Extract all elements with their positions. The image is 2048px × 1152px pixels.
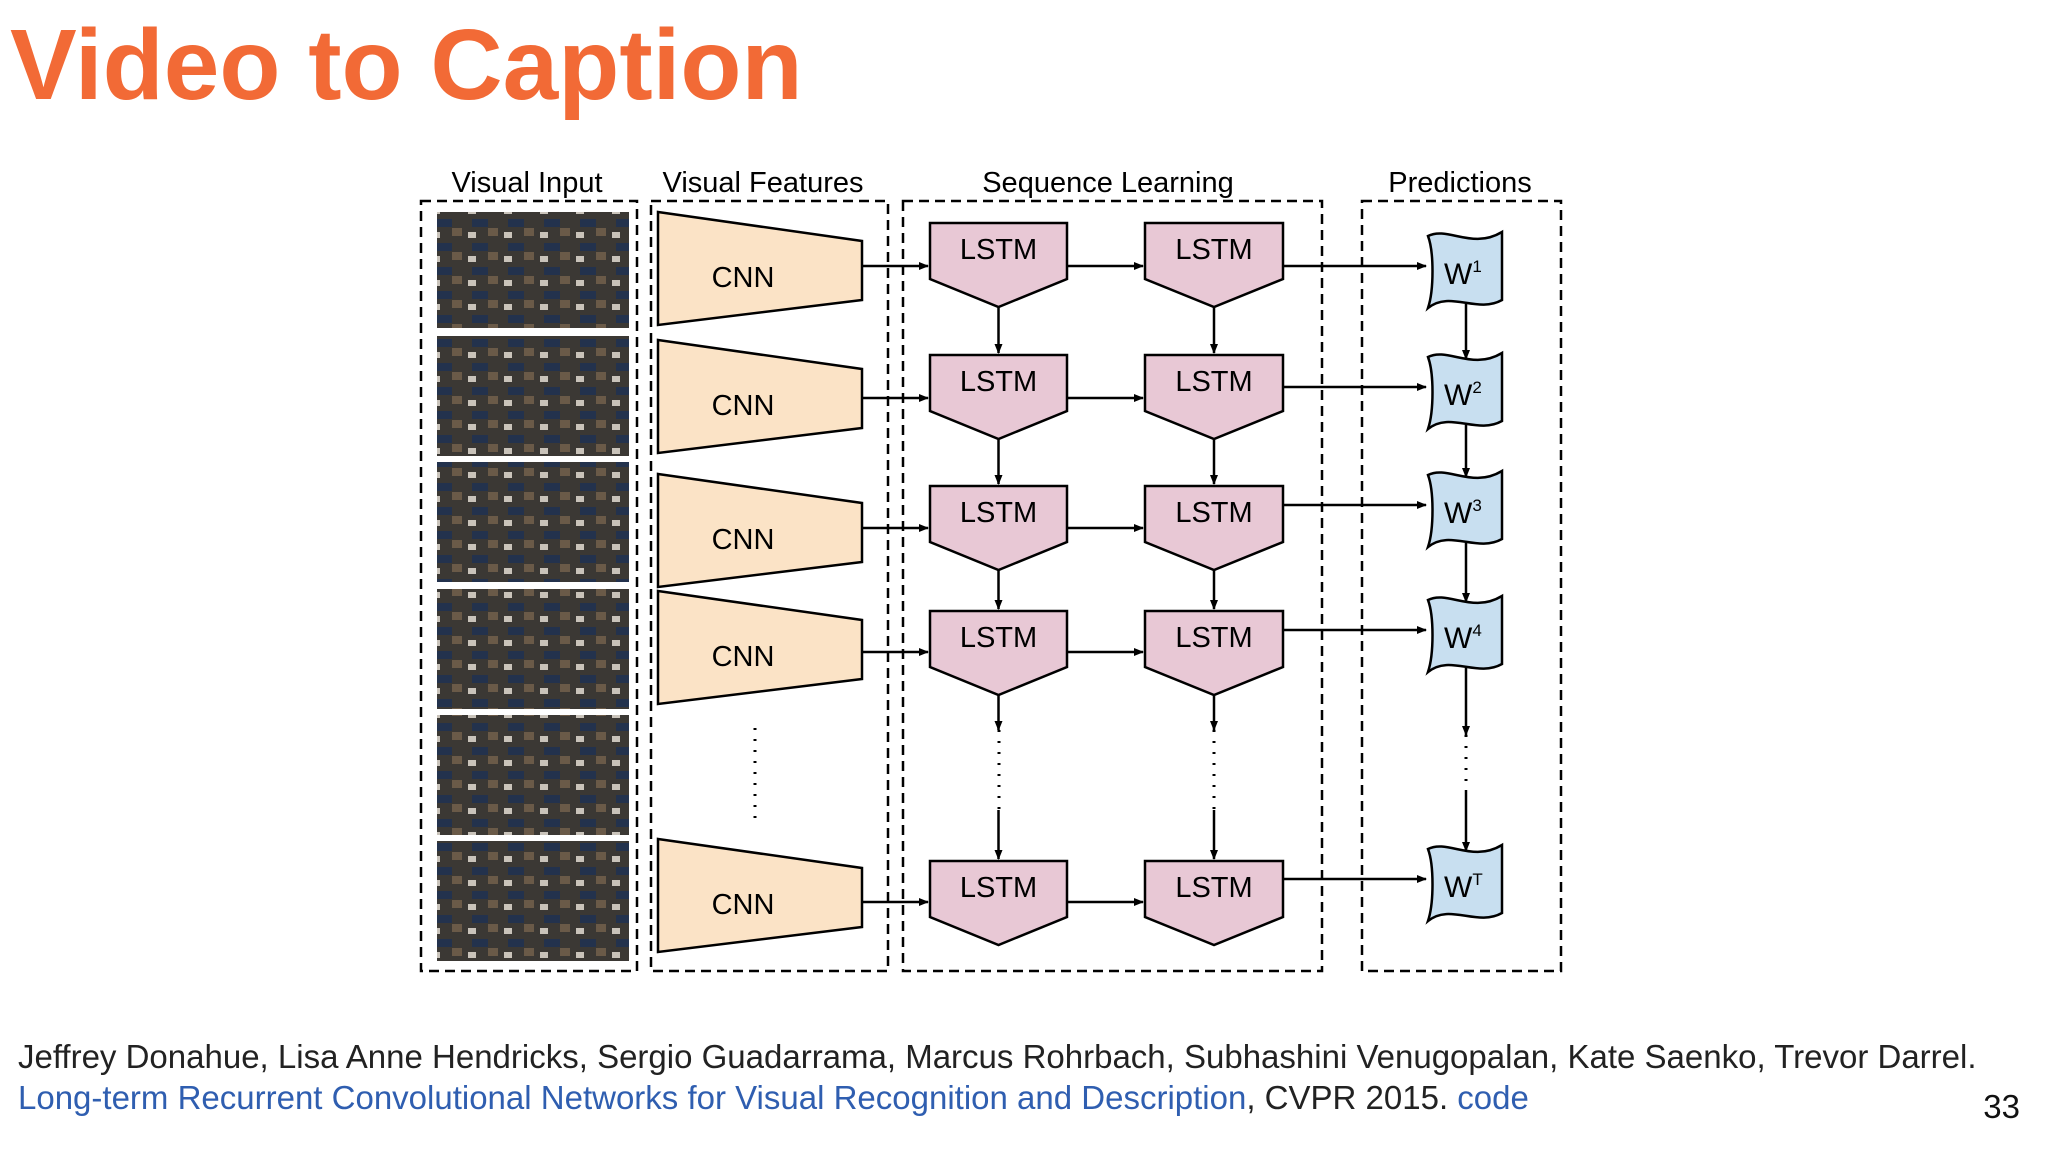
citation-authors: Jeffrey Donahue, Lisa Anne Hendricks, Se… bbox=[18, 1038, 1977, 1075]
cnn-block bbox=[656, 589, 864, 706]
predictions-group bbox=[1360, 199, 1563, 973]
column-label-visual-features: Visual Features bbox=[663, 167, 864, 199]
prediction-word bbox=[1425, 350, 1504, 433]
lstm-label: LSTM bbox=[1175, 366, 1252, 398]
lstm-block bbox=[928, 609, 1069, 697]
prediction-word bbox=[1425, 593, 1504, 676]
cnn-block bbox=[656, 472, 864, 589]
prediction-label: W4 bbox=[1444, 621, 1482, 655]
lstm-block bbox=[928, 859, 1069, 947]
cnn-label: CNN bbox=[712, 262, 775, 294]
column-label-visual-input: Visual Input bbox=[451, 167, 602, 199]
lstm-block bbox=[928, 353, 1069, 441]
lstm-label: LSTM bbox=[960, 366, 1037, 398]
lstm-block bbox=[1143, 609, 1285, 697]
paper-link[interactable]: Long-term Recurrent Convolutional Networ… bbox=[18, 1079, 1247, 1116]
video-frame-5 bbox=[437, 715, 629, 835]
video-frames bbox=[437, 212, 629, 961]
lstm-block bbox=[1143, 221, 1285, 309]
code-link[interactable]: code bbox=[1457, 1079, 1529, 1116]
cnn-label: CNN bbox=[712, 390, 775, 422]
cnn-block bbox=[656, 210, 864, 327]
lstm-label: LSTM bbox=[960, 872, 1037, 904]
sequence-learning-group bbox=[901, 199, 1324, 973]
lstm-block bbox=[1143, 353, 1285, 441]
prediction-label: W3 bbox=[1444, 496, 1482, 530]
lstm-block bbox=[928, 484, 1069, 572]
visual-features-group bbox=[649, 199, 890, 973]
citation-venue: , CVPR 2015. bbox=[1246, 1079, 1458, 1116]
prediction-word bbox=[1425, 842, 1504, 925]
slide-title: Video to Caption bbox=[10, 9, 803, 121]
lstm-block bbox=[1143, 484, 1285, 572]
lstm-label: LSTM bbox=[960, 497, 1037, 529]
video-frame-1 bbox=[437, 212, 629, 328]
citation: Jeffrey Donahue, Lisa Anne Hendricks, Se… bbox=[18, 1036, 1978, 1118]
prediction-label: W2 bbox=[1444, 378, 1482, 412]
lstm-block bbox=[928, 221, 1069, 309]
visual-input-group bbox=[419, 199, 639, 973]
video-frame-2 bbox=[437, 336, 629, 456]
prediction-word bbox=[1425, 229, 1504, 312]
lstm-label: LSTM bbox=[1175, 497, 1252, 529]
video-frame-4 bbox=[437, 589, 629, 709]
lstm-block bbox=[1143, 859, 1285, 947]
cnn-label: CNN bbox=[712, 641, 775, 673]
video-frame-6 bbox=[437, 841, 629, 961]
video-frame-3 bbox=[437, 462, 629, 582]
lstm-label: LSTM bbox=[1175, 872, 1252, 904]
column-label-predictions: Predictions bbox=[1388, 167, 1531, 199]
lstm-label: LSTM bbox=[960, 622, 1037, 654]
page-number: 33 bbox=[1983, 1088, 2020, 1125]
lstm-label: LSTM bbox=[1175, 234, 1252, 266]
cnn-label: CNN bbox=[712, 889, 775, 921]
prediction-label: W1 bbox=[1444, 257, 1482, 291]
lstm-label: LSTM bbox=[1175, 622, 1252, 654]
column-label-sequence-learning: Sequence Learning bbox=[982, 167, 1234, 199]
prediction-word bbox=[1425, 468, 1504, 551]
prediction-label: WT bbox=[1444, 870, 1483, 904]
lstm-label: LSTM bbox=[960, 234, 1037, 266]
cnn-label: CNN bbox=[712, 524, 775, 556]
cnn-block bbox=[656, 837, 864, 954]
cnn-block bbox=[656, 338, 864, 455]
